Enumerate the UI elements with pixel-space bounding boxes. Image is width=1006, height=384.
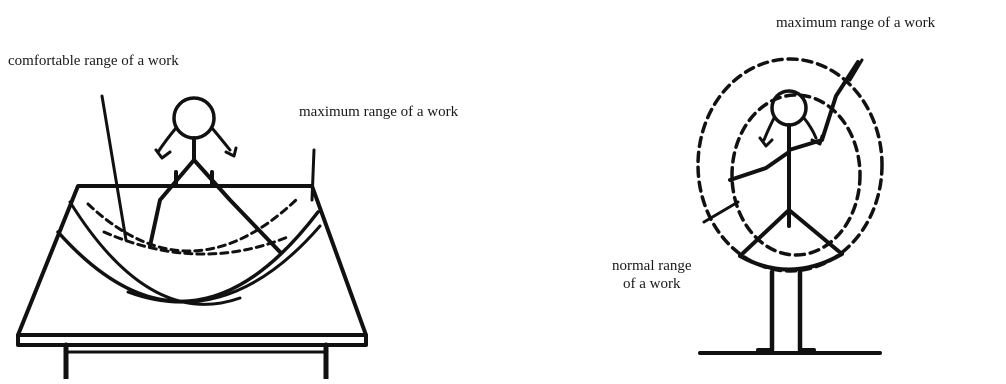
seated-body <box>174 170 214 188</box>
seated-arm-left <box>148 158 196 248</box>
comfortable-range-label: comfortable range of a work <box>8 53 179 69</box>
max-range-arc-left <box>56 210 320 304</box>
comfortable-leader-line <box>100 94 128 242</box>
max-right-leader-line <box>848 58 864 82</box>
comfortable-range-arc-inner <box>102 230 292 256</box>
normal-range-label-line2: of a work <box>623 276 681 292</box>
max-range-arc-right-2 <box>126 224 322 304</box>
normal-range-label-line1: normal range <box>612 258 692 274</box>
seated-head <box>172 96 216 140</box>
normal-leader-line <box>702 200 740 224</box>
maximum-range-label-right: maximum range of a work <box>776 15 936 31</box>
normal-range-ellipse <box>730 93 862 257</box>
maximum-range-label-left: maximum range of a work <box>299 104 459 120</box>
standing-skirt <box>738 208 844 272</box>
table-edge <box>16 333 368 347</box>
right-standing-figure <box>696 57 884 355</box>
left-seated-figure <box>16 94 368 382</box>
seated-arm-right <box>192 158 282 254</box>
max-left-leader-line <box>310 148 316 202</box>
standing-arm-extended <box>728 150 791 182</box>
standing-braid-left <box>758 116 776 148</box>
normal-range-label: normal range of a work <box>612 257 692 293</box>
table-top <box>16 184 368 337</box>
seated-braid-right <box>210 126 238 158</box>
seated-braid-left <box>154 126 178 160</box>
standing-arm-raised <box>787 60 860 152</box>
comfortable-range-arc <box>86 198 298 253</box>
max-range-arc-left-2 <box>68 200 242 306</box>
